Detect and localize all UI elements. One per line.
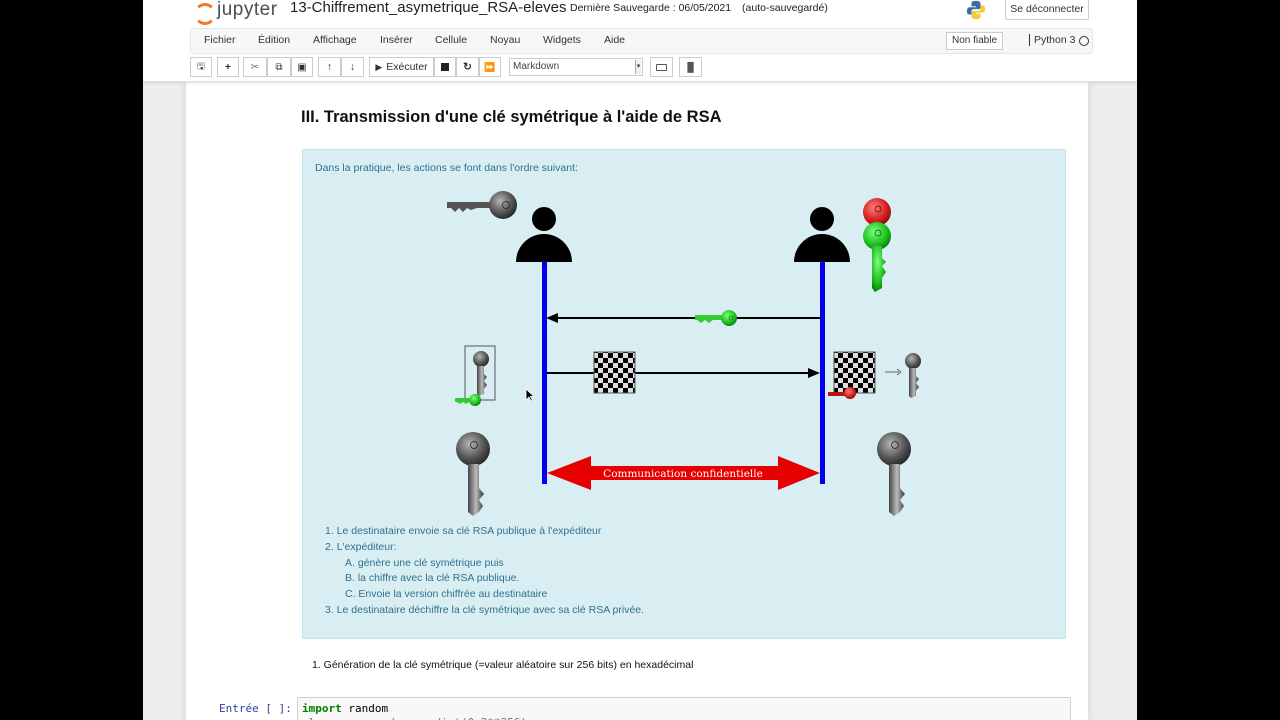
encrypting-key-icon xyxy=(455,345,496,406)
run-label: Exécuter xyxy=(386,61,428,73)
step-1: 1. Le destinataire envoie sa clé RSA pub… xyxy=(325,525,602,537)
restart-icon: ↻ xyxy=(463,61,472,73)
info-alert-box: Dans la pratique, les actions se font da… xyxy=(302,149,1066,639)
jupyter-page: jupyter 13-Chiffrement_asymetrique_RSA-e… xyxy=(143,0,1137,720)
fast-forward-icon: ⏩ xyxy=(484,61,496,72)
header: jupyter 13-Chiffrement_asymetrique_RSA-e… xyxy=(143,0,1137,82)
last-save: Dernière Sauvegarde : 06/05/2021 xyxy=(570,2,732,14)
mouse-cursor-icon xyxy=(525,388,535,402)
stop-icon xyxy=(441,63,449,71)
public-key-transfer-arrow xyxy=(546,310,821,326)
code-cell-editor[interactable]: import random cle_sym = random.randint(0… xyxy=(297,697,1071,720)
symmetric-key-icon xyxy=(447,191,517,219)
rsa-key-exchange-diagram: Communication confidentielle xyxy=(447,191,921,516)
code-line-1: import random xyxy=(302,702,389,715)
keyboard-icon xyxy=(656,63,667,71)
arrow-up-icon: ↑ xyxy=(326,61,333,73)
cut-icon: ✂ xyxy=(250,61,260,73)
menu-fichier[interactable]: Fichier xyxy=(204,34,236,46)
chart-icon: ▐▌ xyxy=(684,62,697,72)
decrypted-symmetric-key-icon xyxy=(905,353,921,398)
copy-button[interactable]: ⧉ xyxy=(267,57,291,77)
step-2: 2. L'expéditeur: xyxy=(325,540,397,553)
logout-button[interactable]: Se déconnecter xyxy=(1005,0,1089,20)
menu-edition[interactable]: Édition xyxy=(258,34,291,46)
arrow-down-icon: ↓ xyxy=(349,61,356,73)
receiver-person-icon xyxy=(794,207,850,262)
jupyter-logo[interactable]: jupyter xyxy=(193,0,278,25)
section-heading: III. Transmission d'une clé symétrique à… xyxy=(301,108,722,126)
step-2a: A. génère une clé symétrique puis xyxy=(345,556,504,569)
sender-symmetric-key-icon xyxy=(456,432,490,516)
notebook-name[interactable]: 13-Chiffrement_asymetrique_RSA-eleves xyxy=(290,0,567,16)
confidential-communication-arrow: Communication confidentielle xyxy=(547,456,820,490)
private-key-icon xyxy=(863,198,891,226)
step-3: 3. Le destinataire déchiffre la clé symé… xyxy=(325,603,645,616)
step-2c: C. Envoie la version chiffrée au destina… xyxy=(345,588,548,601)
sender-lifeline xyxy=(542,262,547,484)
sender-person-icon xyxy=(516,207,572,262)
copy-icon: ⧉ xyxy=(275,61,283,73)
code-line-2: cle_sym = random.randint(0,2**256) xyxy=(302,716,1066,720)
markdown-cell-generation[interactable]: 1. Génération de la clé symétrique (=val… xyxy=(312,659,694,671)
public-key-icon xyxy=(863,222,891,292)
move-down-button[interactable]: ↓ xyxy=(341,57,364,77)
menu-widgets[interactable]: Widgets xyxy=(543,34,581,46)
chevron-down-icon: ▾ xyxy=(635,60,641,74)
menubar: Fichier Édition Affichage Insérer Cellul… xyxy=(190,28,1093,54)
menu-inserer[interactable]: Insérer xyxy=(380,34,413,46)
menu-cellule[interactable]: Cellule xyxy=(435,34,468,46)
receiver-symmetric-key-icon xyxy=(877,432,911,516)
kernel-name: Python 3 xyxy=(1029,34,1075,46)
insert-cell-button[interactable]: + xyxy=(217,57,239,77)
paste-button[interactable]: ▣ xyxy=(291,57,313,77)
interrupt-button[interactable] xyxy=(434,57,456,77)
jupyter-logo-icon xyxy=(193,1,216,25)
notebook-container: III. Transmission d'une clé symétrique à… xyxy=(186,82,1088,720)
confidential-communication-label: Communication confidentielle xyxy=(603,468,763,480)
kernel-status-icon xyxy=(1079,36,1089,46)
menu-aide[interactable]: Aide xyxy=(604,34,626,46)
receiver-lifeline xyxy=(820,262,825,484)
command-palette-button[interactable] xyxy=(650,57,673,77)
input-prompt: Entrée [ ]: xyxy=(219,702,292,715)
cut-button[interactable]: ✂ xyxy=(243,57,267,77)
restart-run-all-button[interactable]: ⏩ xyxy=(479,57,501,77)
step-2b: B. la chiffre avec la clé RSA publique. xyxy=(345,572,520,585)
alert-intro: Dans la pratique, les actions se font da… xyxy=(315,162,578,174)
cell-type-select[interactable]: Markdown ▾ xyxy=(509,58,643,76)
move-up-button[interactable]: ↑ xyxy=(318,57,341,77)
plus-icon: + xyxy=(224,61,232,73)
save-info: Dernière Sauvegarde : 06/05/2021 (auto-s… xyxy=(570,2,828,14)
menu-affichage[interactable]: Affichage xyxy=(313,34,357,46)
play-icon: ▶ xyxy=(375,61,383,72)
restart-button[interactable]: ↻ xyxy=(456,57,479,77)
logo-text: jupyter xyxy=(217,0,278,20)
cell-type-value: Markdown xyxy=(513,61,560,72)
steps-list: 1. Le destinataire envoie sa clé RSA pub… xyxy=(325,524,644,619)
save-button[interactable]: 🖫 xyxy=(190,57,212,77)
paste-icon: ▣ xyxy=(297,61,307,73)
python-logo-icon xyxy=(966,0,986,20)
chart-button[interactable]: ▐▌ xyxy=(679,57,702,77)
menu-noyau[interactable]: Noyau xyxy=(490,34,521,46)
autosave-status: (auto-sauvegardé) xyxy=(742,2,828,14)
trust-indicator[interactable]: Non fiable xyxy=(946,32,1004,50)
save-icon: 🖫 xyxy=(197,61,205,71)
decrypting-encrypted-key-icon xyxy=(828,351,902,399)
run-button[interactable]: ▶Exécuter xyxy=(369,57,434,77)
encrypted-key-transfer-arrow xyxy=(547,351,820,394)
